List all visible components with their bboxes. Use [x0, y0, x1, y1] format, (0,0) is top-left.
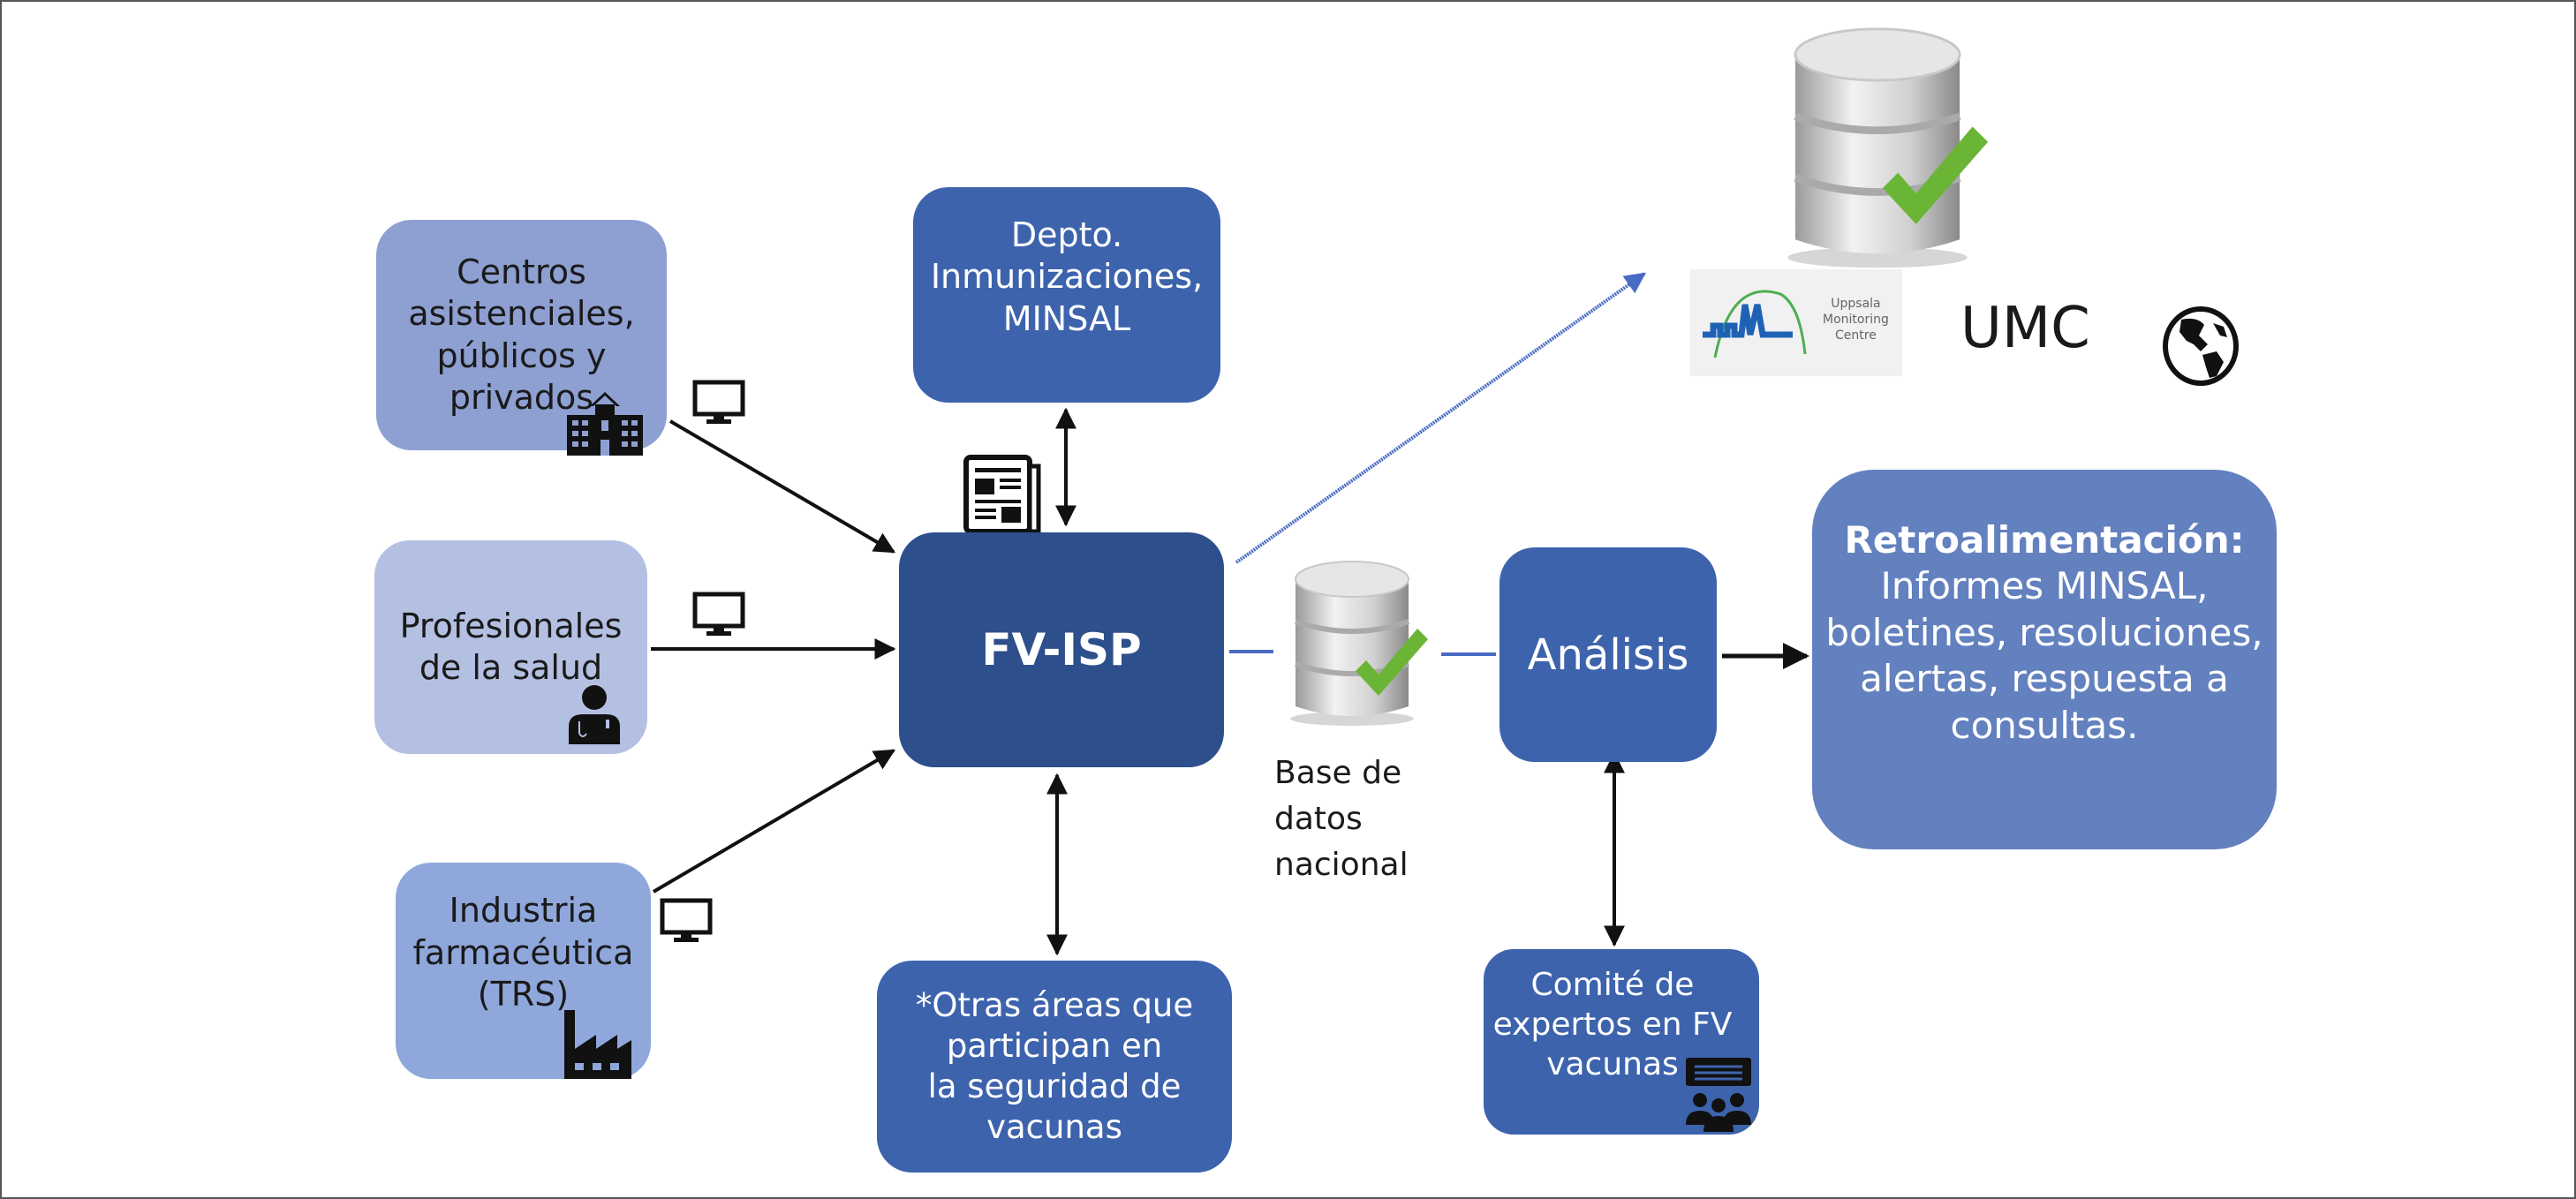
node-centros-asistenciales[interactable]: Centros asistenciales, públicos y privad… [376, 220, 667, 450]
doctor-icon [569, 685, 620, 744]
monitor-icon [692, 592, 745, 636]
umc-logo: Uppsala Monitoring Centre [1690, 269, 1902, 376]
database-check-icon [1290, 561, 1428, 726]
edge-centros-fvisp [669, 419, 896, 554]
retro-title: Retroalimentación: [1844, 517, 2245, 562]
node-fvisp-label: FV-ISP [981, 623, 1142, 675]
node-comite-label: Comité de expertos en FV vacunas [1492, 966, 1733, 1082]
node-otras-label: *Otras áreas que participan en la seguri… [915, 985, 1194, 1147]
node-otras-areas[interactable]: *Otras áreas que participan en la seguri… [877, 961, 1232, 1173]
node-depto-label: Depto. Inmunizaciones, MINSAL [930, 215, 1204, 338]
node-centros-label: Centros asistenciales, públicos y privad… [408, 252, 635, 418]
retro-body: Informes MINSAL, boletines, resoluciones… [1825, 564, 2263, 747]
hospital-icon [567, 392, 643, 456]
umc-label: UMC [1960, 296, 2090, 361]
monitor-icon [660, 898, 713, 942]
monitor-icon [692, 380, 745, 424]
globe-icon [2163, 306, 2239, 386]
factory-icon [564, 1010, 631, 1079]
node-base-datos-label: Base de datos nacional [1274, 755, 1409, 884]
node-fv-isp[interactable]: FV-ISP [899, 532, 1224, 767]
node-profesionales-label: Profesionales de la salud [399, 606, 623, 688]
node-depto-inmunizaciones[interactable]: Depto. Inmunizaciones, MINSAL [913, 187, 1220, 403]
umc-logo-mark [1703, 290, 1807, 358]
edge-fvisp-umc [1235, 272, 1646, 564]
umc-logo-text: Uppsala Monitoring Centre [1823, 297, 1889, 343]
node-retroalimentacion[interactable]: Retroalimentación: Informes MINSAL, bole… [1812, 470, 2277, 849]
node-analisis-label: Análisis [1527, 630, 1689, 680]
database-check-icon [1787, 27, 1989, 268]
node-analisis[interactable]: Análisis [1500, 547, 1717, 762]
edge-industria-fvisp [652, 749, 896, 894]
newspaper-icon [963, 455, 1041, 534]
node-industria-label: Industria farmacéutica (TRS) [412, 891, 634, 1014]
meeting-icon [1686, 1058, 1751, 1132]
